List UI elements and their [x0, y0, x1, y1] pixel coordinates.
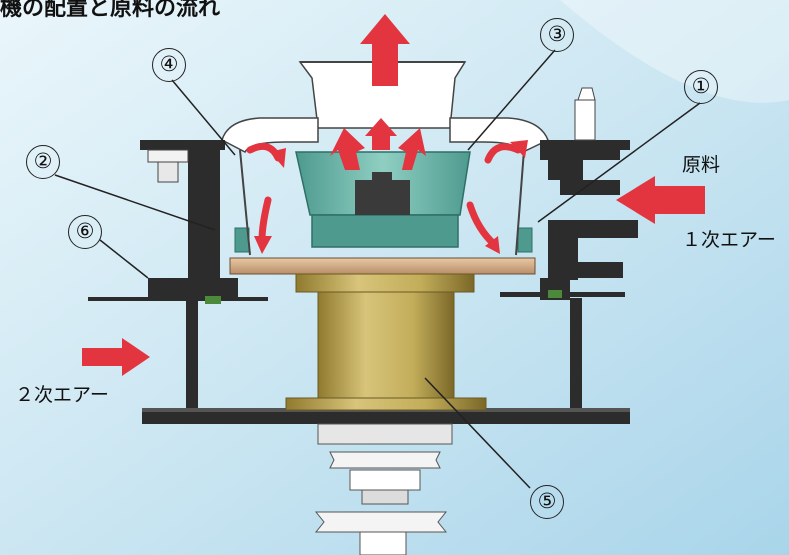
- secondary-air-label: ２次エアー: [15, 384, 109, 406]
- secondary-air-arrow: [82, 338, 150, 376]
- diagram-title: 機の配置と原料の流れ: [0, 0, 221, 21]
- inner-arrow-left: [330, 128, 365, 170]
- raw-material-arrow: [616, 176, 705, 224]
- marker-3: ③: [540, 18, 574, 52]
- background-sheen: [560, 0, 789, 103]
- raw-material-label: 原料: [682, 154, 721, 176]
- distributor-plate: [229, 257, 536, 275]
- outlet-arrow: [360, 14, 410, 86]
- left-frame: [88, 140, 268, 410]
- inner-arrow-center: [365, 118, 397, 150]
- leader-lines: [54, 49, 701, 489]
- primary-air-label: １次エアー: [682, 229, 776, 251]
- classifier-rotor: [234, 149, 533, 256]
- inner-arrow-right: [398, 128, 426, 170]
- marker-2: ②: [26, 145, 60, 179]
- right-frame: [500, 87, 638, 410]
- flow-arrows: [82, 14, 705, 376]
- marker-5: ⑤: [530, 485, 564, 519]
- main-shaft: [285, 273, 487, 555]
- marker-4: ④: [152, 48, 186, 82]
- marker-1: ①: [684, 70, 718, 104]
- marker-6: ⑥: [68, 215, 102, 249]
